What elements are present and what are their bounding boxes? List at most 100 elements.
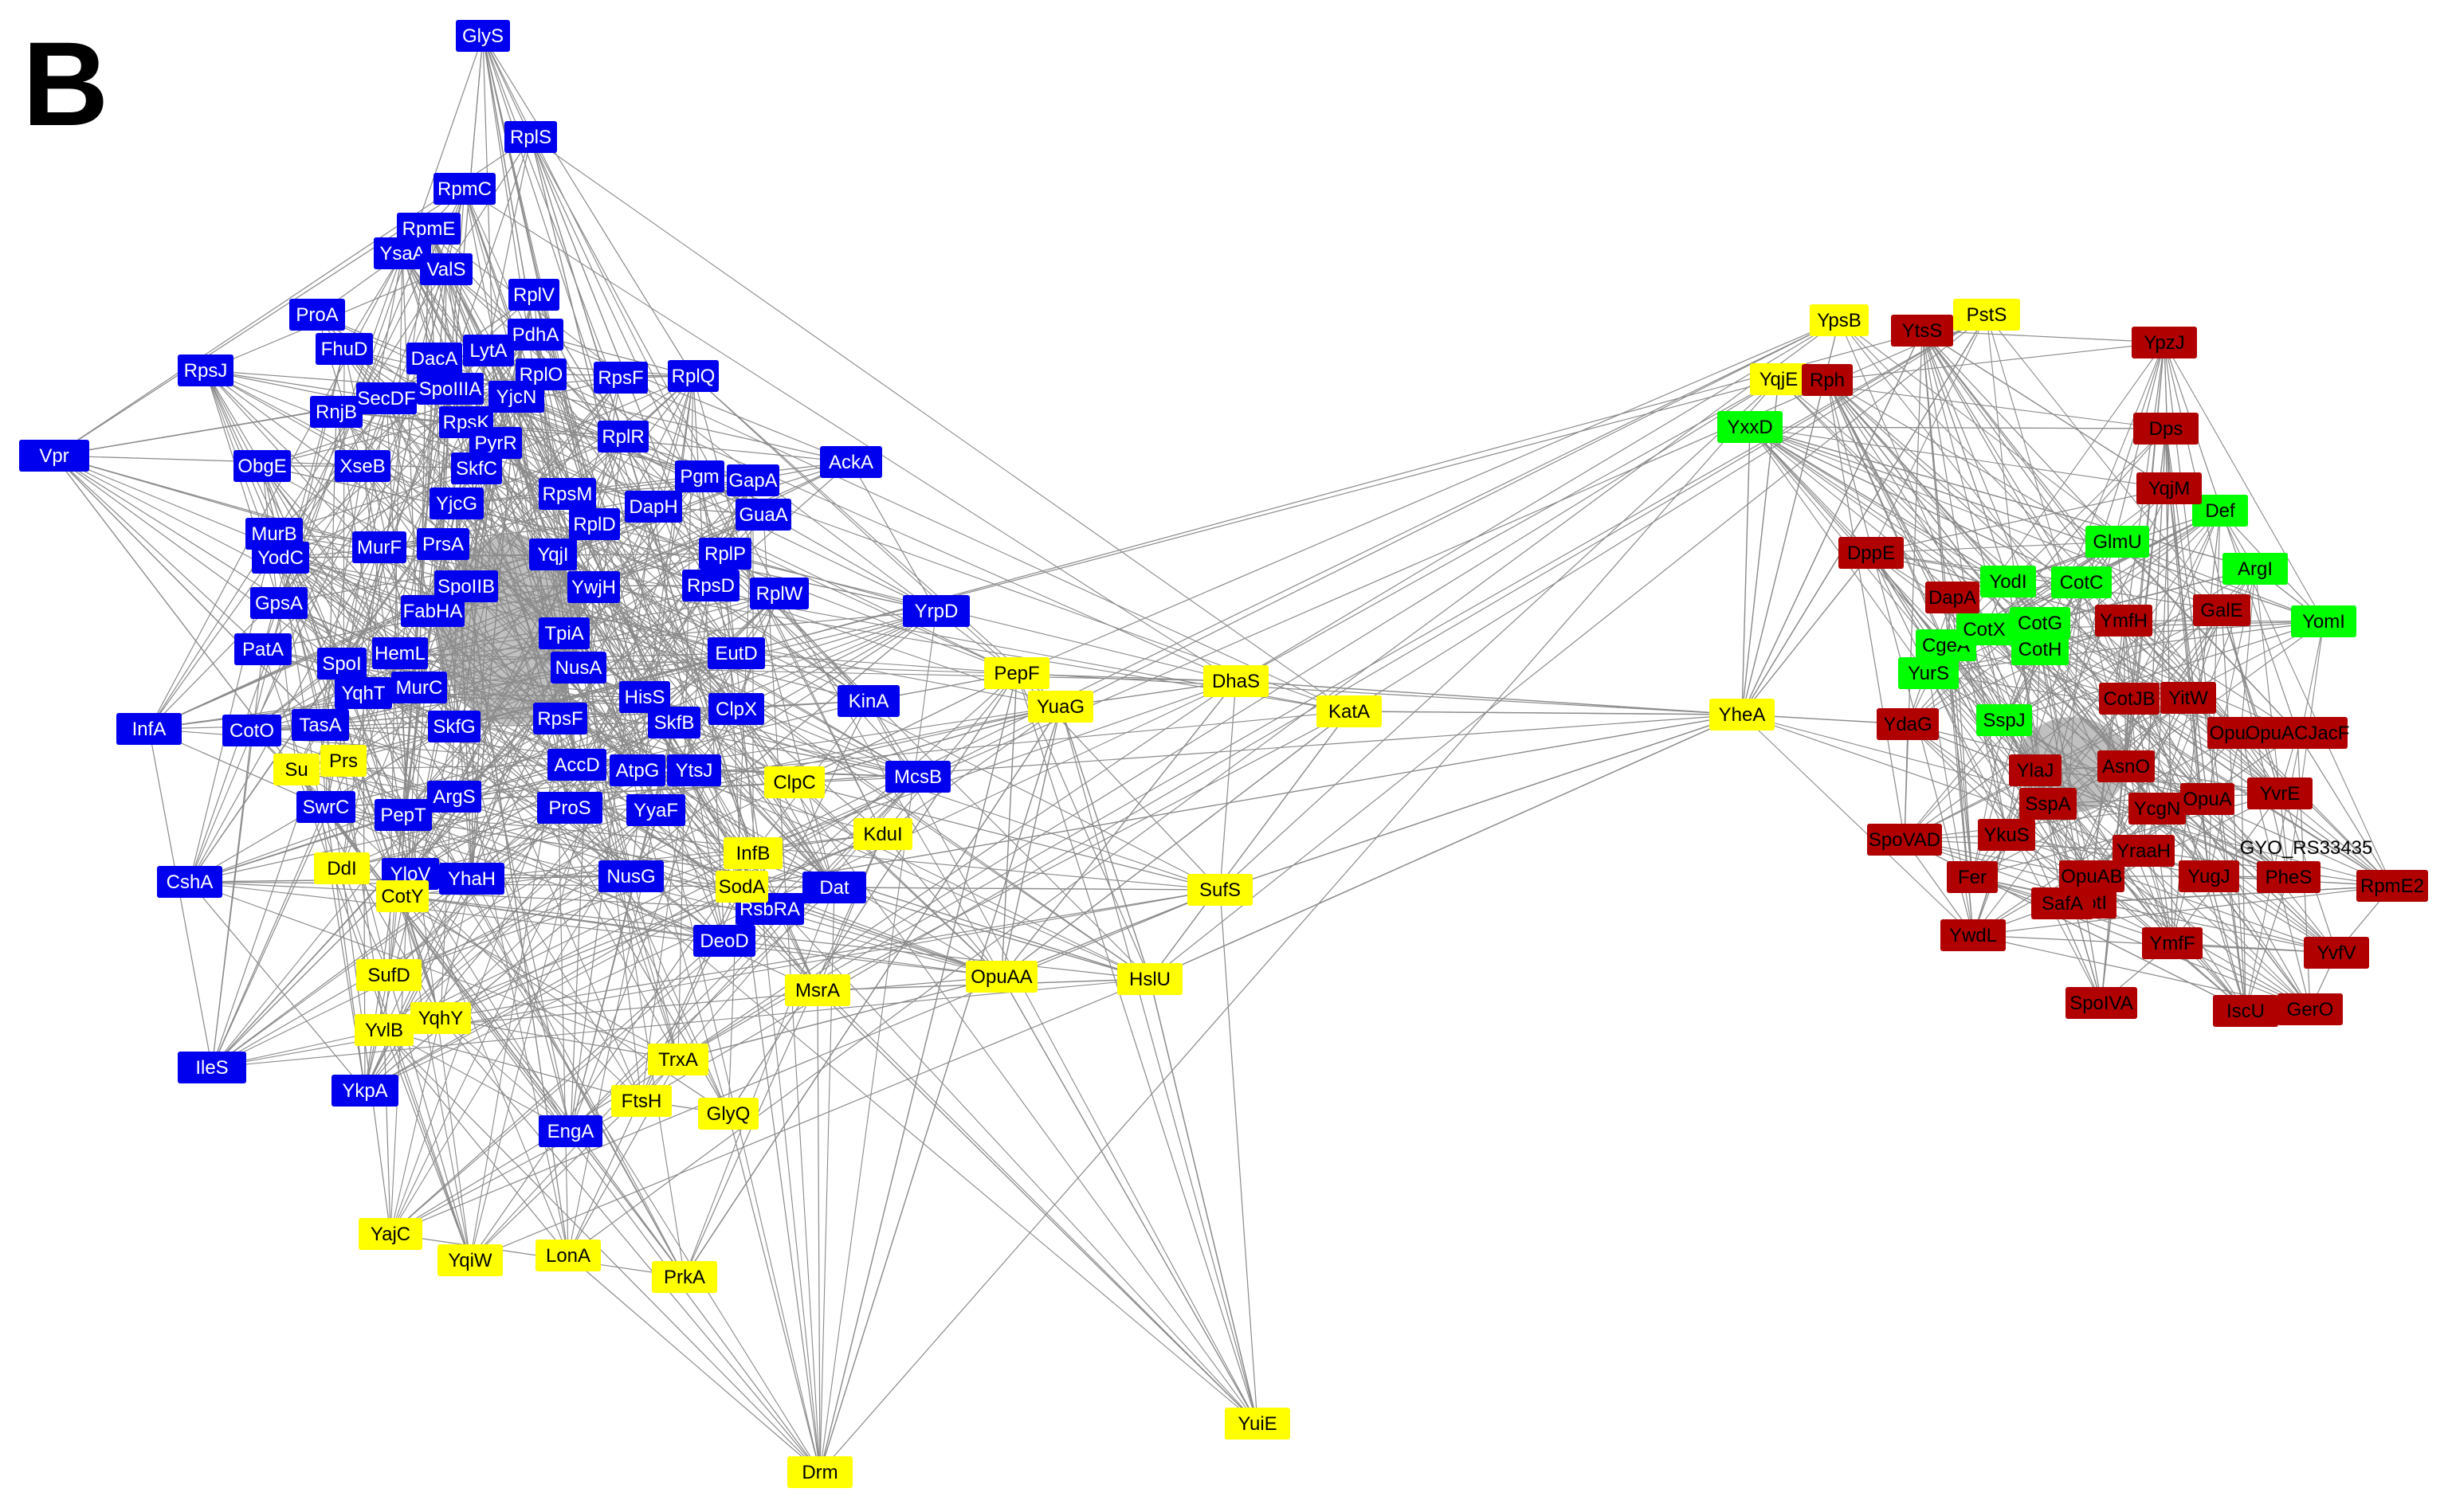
node-accd[interactable]: AccD — [547, 749, 606, 781]
node-iles[interactable]: IleS — [178, 1052, 246, 1083]
node-yqje[interactable]: YqjE — [1750, 363, 1807, 395]
node-spoi[interactable]: SpoI — [317, 648, 367, 680]
node-infa[interactable]: InfA — [116, 713, 182, 745]
node-rpme2[interactable]: RpmE2 — [2356, 870, 2428, 902]
node-yqhy[interactable]: YqhY — [410, 1002, 471, 1034]
node-yodc[interactable]: YodC — [252, 542, 309, 574]
node-rpls[interactable]: RplS — [504, 121, 557, 153]
node-args[interactable]: ArgS — [427, 781, 481, 813]
node-pyrr[interactable]: PyrR — [469, 427, 522, 459]
node-glyq[interactable]: GlyQ — [698, 1098, 759, 1130]
node-yjcg[interactable]: YjcG — [430, 488, 484, 519]
node-yodi[interactable]: YodI — [1980, 566, 2036, 597]
node-skfg[interactable]: SkfG — [428, 711, 481, 742]
node-rplq[interactable]: RplQ — [668, 360, 719, 392]
node-yhah[interactable]: YhaH — [439, 863, 504, 895]
node-ytss[interactable]: YtsS — [1891, 315, 1953, 347]
node-soda[interactable]: SodA — [716, 871, 768, 903]
node-secdf[interactable]: SecDF — [356, 382, 417, 414]
node-rpmc[interactable]: RpmC — [434, 173, 496, 205]
node-eutd[interactable]: EutD — [708, 637, 765, 669]
node-yugj[interactable]: YugJ — [2179, 860, 2239, 892]
node-cotc[interactable]: CotC — [2051, 566, 2112, 598]
node-trxa[interactable]: TrxA — [648, 1044, 708, 1075]
node-ypzj[interactable]: YpzJ — [2132, 327, 2197, 358]
node-rpsd[interactable]: RpsD — [682, 570, 740, 601]
node-tpia[interactable]: TpiA — [539, 617, 590, 649]
node-yvfv[interactable]: YvfV — [2304, 937, 2369, 969]
node-iscu[interactable]: IscU — [2213, 995, 2278, 1027]
node-opuaa[interactable]: OpuAA — [966, 961, 1038, 993]
node-ddi[interactable]: DdI — [314, 852, 370, 884]
node-ysaa[interactable]: YsaA — [374, 237, 431, 269]
node-opua[interactable]: OpuA — [2180, 783, 2234, 815]
node-dat[interactable]: Dat — [802, 872, 866, 903]
node-acka[interactable]: AckA — [820, 446, 882, 478]
node-spovad[interactable]: SpoVAD — [1867, 824, 1942, 856]
node-spoiva[interactable]: SpoIVA — [2066, 987, 2137, 1019]
node-lyta[interactable]: LytA — [463, 335, 514, 366]
node-infb[interactable]: InfB — [724, 837, 783, 869]
node-nusa[interactable]: NusA — [551, 652, 606, 684]
node-obge[interactable]: ObgE — [233, 450, 291, 482]
node-lona[interactable]: LonA — [536, 1240, 601, 1271]
node-su[interactable]: Su — [273, 754, 320, 785]
node-murf[interactable]: MurF — [352, 531, 406, 563]
node-atpg[interactable]: AtpG — [610, 754, 665, 786]
node-rplw[interactable]: RplW — [750, 578, 809, 609]
node-guaa[interactable]: GuaA — [736, 499, 791, 531]
node-spoiib[interactable]: SpoIIB — [434, 570, 498, 602]
node-spoiiia[interactable]: SpoIIIA — [417, 373, 484, 405]
node-hiss[interactable]: HisS — [619, 681, 670, 713]
node-sspj[interactable]: SspJ — [1976, 704, 2032, 736]
node-fer[interactable]: Fer — [1947, 861, 1998, 893]
node-yajc[interactable]: YajC — [359, 1218, 422, 1250]
node-gpsa[interactable]: GpsA — [250, 587, 308, 619]
node-rpme[interactable]: RpmE — [397, 213, 461, 245]
node-msra[interactable]: MsrA — [785, 974, 850, 1006]
node-gero[interactable]: GerO — [2277, 993, 2343, 1025]
node-def[interactable]: Def — [2192, 495, 2248, 527]
node-gapa[interactable]: GapA — [727, 464, 779, 496]
node-enga[interactable]: EngA — [539, 1115, 602, 1147]
node-coth[interactable]: CotH — [2011, 633, 2069, 665]
node-coto[interactable]: CotO — [222, 715, 281, 746]
node-ydag[interactable]: YdaG — [1877, 708, 1939, 740]
node-ylaj[interactable]: YlaJ — [2009, 754, 2062, 786]
node-asno[interactable]: AsnO — [2097, 750, 2155, 782]
node-pept[interactable]: PepT — [375, 799, 432, 831]
node-deod[interactable]: DeoD — [693, 925, 755, 957]
node-rplo[interactable]: RplO — [516, 358, 567, 390]
node-csha[interactable]: CshA — [157, 866, 222, 898]
node-swrc[interactable]: SwrC — [296, 791, 355, 823]
node-yuag[interactable]: YuaG — [1028, 691, 1093, 723]
node-pata[interactable]: PatA — [234, 633, 292, 665]
node-yvre[interactable]: YvrE — [2247, 778, 2313, 809]
node-hslu[interactable]: HslU — [1117, 963, 1183, 995]
node-clpx[interactable]: ClpX — [708, 693, 764, 725]
node-yqjm[interactable]: YqjM — [2136, 472, 2202, 504]
node-daca[interactable]: DacA — [406, 343, 462, 374]
node-yitw[interactable]: YitW — [2160, 682, 2216, 714]
node-rplp[interactable]: RplP — [699, 538, 751, 570]
node-rplr[interactable]: RplR — [598, 421, 649, 452]
node-glys[interactable]: GlyS — [456, 20, 510, 52]
node-argi[interactable]: ArgI — [2222, 553, 2288, 585]
node-kina[interactable]: KinA — [838, 685, 900, 717]
node-ywjh[interactable]: YwjH — [567, 571, 620, 603]
node-ykpa[interactable]: YkpA — [332, 1075, 398, 1107]
node-cotjb[interactable]: CotJB — [2099, 683, 2160, 715]
node-heml[interactable]: HemL — [372, 637, 428, 669]
node-mcsb[interactable]: McsB — [885, 761, 951, 793]
node-opuacjacf[interactable]: OpuACJacF — [2246, 717, 2350, 749]
node-vals[interactable]: ValS — [420, 253, 473, 285]
node-tasa[interactable]: TasA — [292, 709, 349, 741]
node-pgm[interactable]: Pgm — [675, 460, 724, 492]
node-rpsf[interactable]: RpsF — [594, 362, 648, 394]
node-murc[interactable]: MurC — [391, 672, 447, 703]
node-sspa[interactable]: SspA — [2019, 788, 2077, 820]
node-dhas[interactable]: DhaS — [1203, 665, 1269, 697]
node-xseb[interactable]: XseB — [335, 450, 390, 482]
node-yhea[interactable]: YheA — [1709, 699, 1775, 731]
node-yjcn[interactable]: YjcN — [488, 381, 544, 413]
